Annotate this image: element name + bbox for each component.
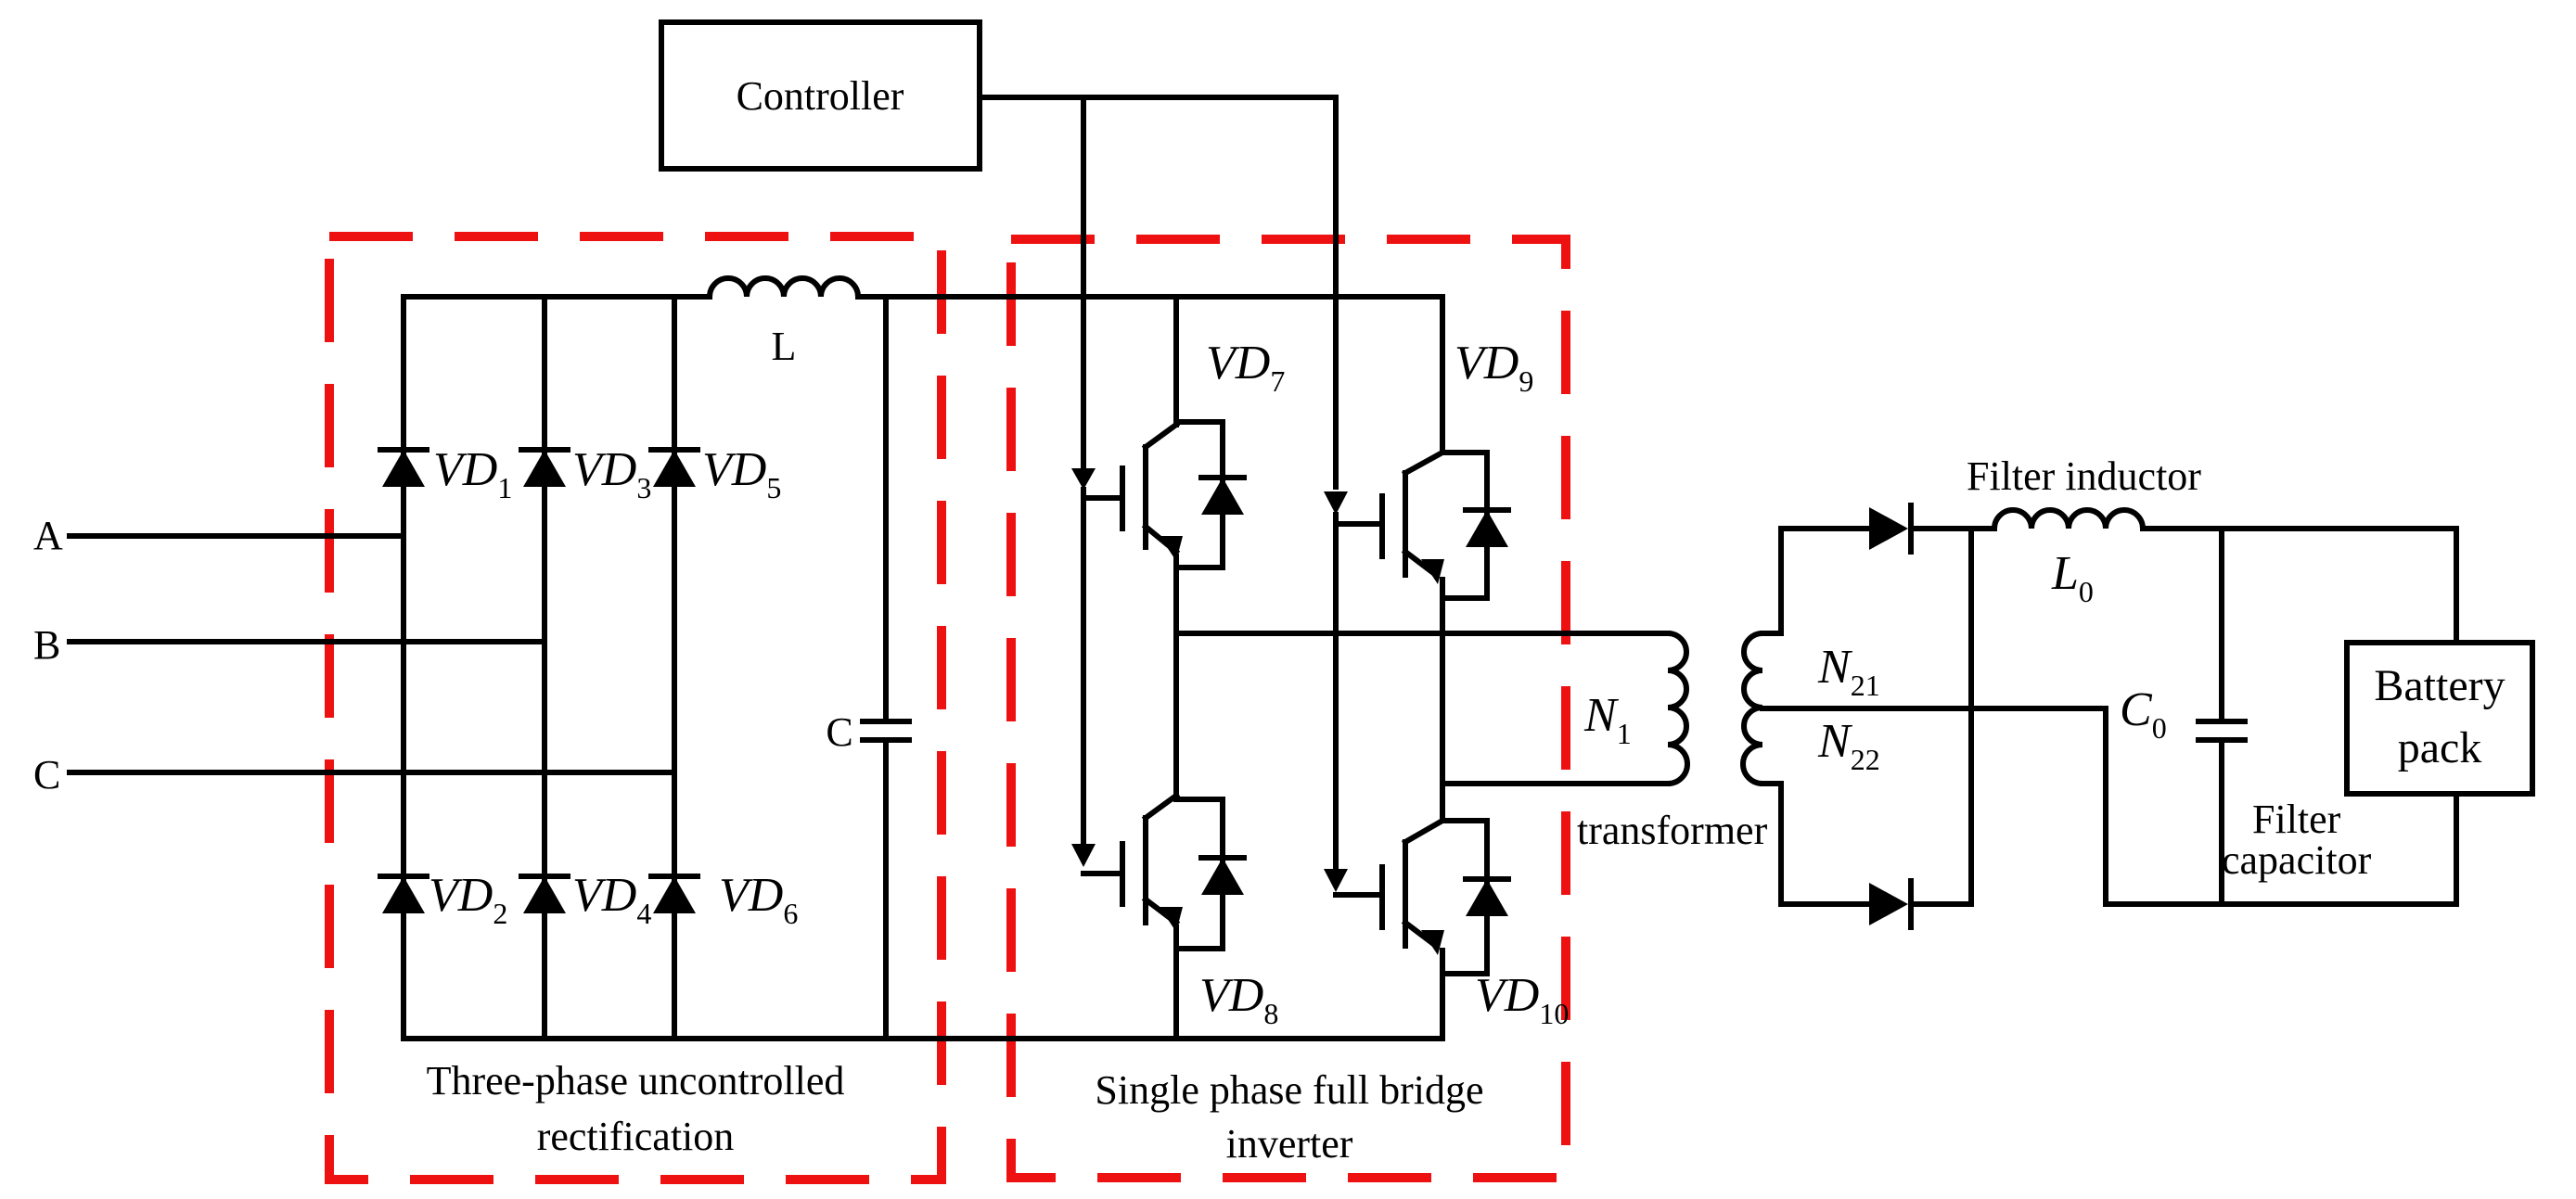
output-rectifier: [1778, 503, 1974, 930]
vd4-label: VD4: [572, 869, 651, 930]
vd2-label: VD2: [429, 869, 507, 930]
rectifier-region-border: [325, 232, 946, 1184]
phase-c-label: C: [33, 752, 60, 797]
diode-vd5: [648, 447, 700, 487]
dc-link-capacitor: C: [826, 294, 912, 1041]
phase-a-label: A: [33, 513, 63, 558]
gate-arrow-vd8: [1071, 844, 1096, 867]
vd1-label: VD1: [433, 443, 512, 504]
gate-arrow-vd10: [1324, 869, 1348, 892]
diode-vd6: [648, 874, 700, 913]
diode-vd2: [378, 874, 429, 913]
l0-label: L0: [2051, 547, 2094, 608]
vd3-label: VD3: [572, 443, 651, 504]
inductor-l-label: L: [772, 324, 797, 369]
filter-capacitor-label-line2: capacitor: [2222, 837, 2372, 883]
rectifier-caption-line1: Three-phase uncontrolled: [427, 1058, 845, 1103]
inverter-region-border: [1006, 235, 1570, 1182]
diode-vd3: [519, 447, 570, 487]
vd8-label: VD8: [1199, 969, 1278, 1030]
transformer-secondary: [1740, 526, 2108, 907]
vd6-label: VD6: [719, 869, 798, 930]
inverter-caption-line2: inverter: [1226, 1121, 1353, 1167]
diode-vd4: [519, 874, 570, 913]
transformer-primary: [1664, 630, 1690, 787]
battery-pack: Battery pack: [2344, 526, 2535, 907]
battery-label-line1: Battery: [2374, 661, 2505, 710]
gate-arrow-vd9: [1324, 491, 1348, 515]
controller-signal-right: [977, 95, 1339, 490]
n21-label: N21: [1817, 641, 1880, 702]
vd7-label: VD7: [1206, 337, 1285, 398]
igbt-vd7: [1081, 294, 1247, 643]
filter-inductor: [1968, 507, 2459, 532]
rectifier-caption-line2: rectification: [537, 1114, 735, 1159]
phase-b-label: B: [33, 622, 60, 668]
dc-link-inductor: L: [706, 275, 862, 369]
controller-block: Controller: [659, 19, 982, 172]
transformer-label: transformer: [1577, 808, 1768, 853]
gate-arrow-vd7: [1071, 468, 1096, 490]
phase-inputs: A B C: [33, 513, 677, 797]
inverter-caption-line1: Single phase full bridge: [1095, 1067, 1483, 1113]
n1-label: N1: [1583, 689, 1632, 750]
vd9-label: VD9: [1455, 337, 1533, 398]
igbt-vd8: [1081, 637, 1247, 1041]
igbt-vd10: [1333, 781, 1511, 1041]
filter-capacitor: [2103, 526, 2459, 907]
battery-label-line2: pack: [2398, 723, 2482, 772]
filter-inductor-label: Filter inductor: [1967, 453, 2201, 499]
vd10-label: VD10: [1475, 969, 1569, 1030]
capacitor-c-label: C: [826, 709, 852, 755]
diode-vd1: [378, 447, 429, 487]
filter-capacitor-label-line1: Filter: [2252, 797, 2341, 842]
c0-label: C0: [2120, 683, 2167, 745]
controller-label: Controller: [737, 73, 904, 119]
n22-label: N22: [1817, 715, 1880, 776]
vd5-label: VD5: [702, 443, 781, 504]
igbt-vd9: [1333, 294, 1511, 786]
